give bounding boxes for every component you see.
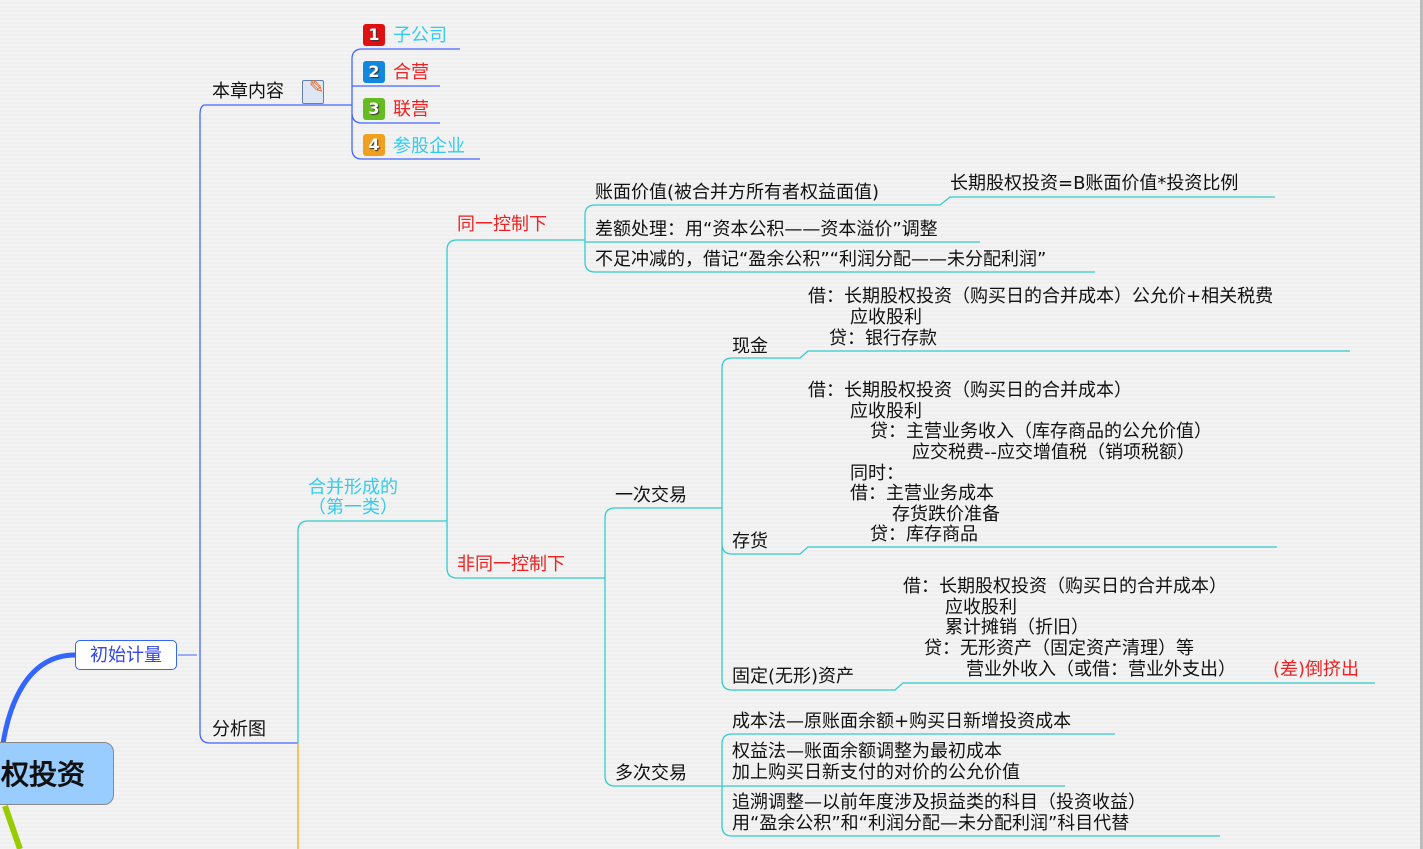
number-4-icon: 4 xyxy=(363,134,385,156)
cash-entry-line: 应收股利 xyxy=(850,307,922,328)
difference-node[interactable]: 差额处理：用“资本公积——资本溢价”调整 xyxy=(595,219,938,240)
initial-measurement-node[interactable]: 初始计量 xyxy=(75,640,177,670)
chapter-content-node[interactable]: 本章内容 xyxy=(212,81,284,102)
single-transaction-node[interactable]: 一次交易 xyxy=(615,485,687,506)
root-node[interactable]: 权投资 xyxy=(0,742,114,805)
non-same-control-node[interactable]: 非同一控制下 xyxy=(457,554,565,575)
initial-label: 初始计量 xyxy=(90,645,162,666)
merge-node-line1[interactable]: 合并形成的 xyxy=(308,477,398,498)
cash-node[interactable]: 现金 xyxy=(732,336,768,357)
inventory-entry-line: 借：主营业务成本 xyxy=(850,483,994,504)
fixed-entry-line: 应收股利 xyxy=(945,597,1017,618)
number-1-icon: 1 xyxy=(363,24,385,46)
book-value-formula-node[interactable]: 长期股权投资=B账面价值*投资比例 xyxy=(950,173,1239,194)
chapter-item-associate[interactable]: 联营 xyxy=(393,99,429,120)
note-icon[interactable] xyxy=(302,77,324,104)
multiple-transaction-node[interactable]: 多次交易 xyxy=(615,763,687,784)
cost-method-node[interactable]: 成本法—原账面余额+购买日新增投资成本 xyxy=(732,711,1072,732)
fixed-entry-line: 营业外收入（或借：营业外支出） xyxy=(966,659,1236,680)
same-control-node[interactable]: 同一控制下 xyxy=(457,214,547,235)
number-3-icon: 3 xyxy=(363,98,385,120)
fixed-asset-node[interactable]: 固定(无形)资产 xyxy=(732,666,855,687)
cash-entry-line: 借：长期股权投资（购买日的合并成本）公允价+相关税费 xyxy=(808,286,1274,307)
fixed-entry-line: 贷：无形资产（固定资产清理）等 xyxy=(924,638,1194,659)
merge-node-line2[interactable]: （第一类） xyxy=(308,497,398,518)
inventory-entry-line: 应收股利 xyxy=(850,401,922,422)
inventory-entry-line: 同时： xyxy=(850,463,904,484)
fixed-entry-note: (差)倒挤出 xyxy=(1273,659,1360,680)
equity-method-node-line1[interactable]: 权益法—账面余额调整为最初成本 xyxy=(732,741,1002,762)
inventory-entry-line: 借：长期股权投资（购买日的合并成本） xyxy=(808,380,1132,401)
equity-method-node-line2[interactable]: 加上购买日新支付的对价的公允价值 xyxy=(732,762,1020,783)
root-label: 权投资 xyxy=(1,758,86,791)
inventory-entry-line: 应交税费--应交增值税（销项税额） xyxy=(912,442,1195,463)
retro-adjust-node-line1[interactable]: 追溯调整—以前年度涉及损益类的科目（投资收益） xyxy=(732,792,1146,813)
chapter-item-subsidiary[interactable]: 子公司 xyxy=(393,25,447,46)
fixed-entry-line: 累计摊销（折旧） xyxy=(945,617,1089,638)
analysis-node[interactable]: 分析图 xyxy=(212,719,266,740)
scrollbar-edge xyxy=(1420,0,1423,849)
chapter-item-joint-venture[interactable]: 合营 xyxy=(393,62,429,83)
inventory-entry-line: 贷：主营业务收入（库存商品的公允价值） xyxy=(870,421,1212,442)
book-value-node[interactable]: 账面价值(被合并方所有者权益面值) xyxy=(595,182,880,203)
chapter-item-minority[interactable]: 参股企业 xyxy=(393,136,465,157)
inventory-entry-line: 存货跌价准备 xyxy=(892,504,1000,525)
inventory-node[interactable]: 存货 xyxy=(732,531,768,552)
number-2-icon: 2 xyxy=(363,61,385,83)
inventory-entry-line: 贷：库存商品 xyxy=(870,524,978,545)
fixed-entry-line: 借：长期股权投资（购买日的合并成本） xyxy=(903,576,1227,597)
retro-adjust-node-line2[interactable]: 用“盈余公积”和“利润分配—未分配利润”科目代替 xyxy=(732,813,1130,834)
cash-entry-line: 贷：银行存款 xyxy=(829,328,937,349)
shortfall-node[interactable]: 不足冲减的，借记“盈余公积”“利润分配——未分配利润” xyxy=(595,249,1047,270)
